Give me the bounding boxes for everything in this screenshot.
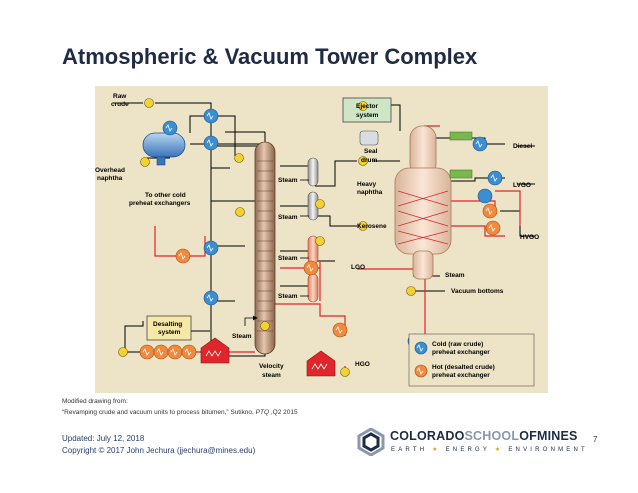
mines-logo: COLORADOSCHOOLOFMINES EARTH ★ ENERGY ★ E… (357, 428, 585, 458)
source-citation: “Revamping crude and vacuum units to pro… (62, 409, 256, 416)
label-steam-4: Steam (278, 293, 298, 300)
product-coolers (449, 131, 473, 179)
label-steam-vacuum: Steam (445, 272, 465, 279)
source-line-2: “Revamping crude and vacuum units to pro… (62, 409, 298, 416)
desalting-system (146, 315, 192, 341)
label-steam-1: Steam (278, 177, 298, 184)
label-seal-1: Seal (364, 148, 378, 155)
fired-heaters (200, 337, 336, 377)
label-steam-2: Steam (278, 214, 298, 221)
label-raw-crude-1: Raw (113, 93, 127, 100)
legend-hot-icon (414, 364, 428, 378)
label-velocity-steam-1: Velocity (259, 363, 284, 370)
side-strippers (307, 157, 319, 303)
label-ejector-1: Ejector (356, 103, 379, 110)
updated-date: Updated: July 12, 2018 (62, 434, 145, 443)
logo-tagline: EARTH ★ ENERGY ★ ENVIRONMENT (391, 446, 588, 453)
legend-cold-label-2: preheat exchanger (432, 349, 490, 356)
page-number: 7 (593, 435, 598, 444)
label-diesel: Diesel (513, 143, 532, 150)
label-steam-3: Steam (278, 255, 298, 262)
pumps (118, 98, 416, 377)
label-ejector-2: system (356, 112, 379, 119)
ejector-system (342, 97, 392, 146)
copyright: Copyright © 2017 John Jechura (jjechura@… (62, 446, 256, 455)
label-other-cold-1: To other cold (145, 192, 186, 199)
label-hvgo: HVGO (520, 234, 539, 241)
legend-cold-icon (414, 341, 428, 355)
source-line-1: Modified drawing from: (62, 398, 128, 405)
atmospheric-column (254, 141, 276, 355)
legend: Cold (raw crude) preheat exchanger Hot (… (408, 333, 535, 387)
logo-word-mines: MINES (536, 429, 578, 443)
vacuum-tower (394, 125, 452, 280)
star-icon: ★ (494, 447, 504, 453)
label-vacuum-bottoms: Vacuum bottoms (451, 288, 504, 295)
label-lgo: LGO (351, 264, 365, 271)
label-hgo: HGO (355, 361, 370, 368)
label-seal-2: drum (361, 157, 377, 164)
label-heavy-naphtha-2: naphtha (357, 189, 383, 196)
legend-hot-label-1: Hot (desalted crude) (432, 364, 495, 371)
label-desalting-2: system (158, 329, 181, 336)
source-issue: ,Q2 2015 (269, 409, 298, 416)
logo-tag-earth: EARTH (391, 447, 428, 453)
label-kerosene: Kerosene (357, 223, 387, 230)
label-raw-crude-2: crude (111, 101, 129, 108)
star-icon: ★ (432, 447, 441, 453)
logo-tag-energy: ENERGY (445, 447, 491, 453)
mines-logo-icon (357, 428, 385, 456)
label-desalting-1: Desalting (153, 321, 182, 328)
label-velocity-steam-2: steam (262, 372, 281, 379)
legend-hot-label-2: preheat exchanger (432, 372, 490, 379)
process-flow-diagram: Raw crude Overhead naphtha To other cold… (95, 86, 548, 393)
label-steam-5: Steam (232, 333, 252, 340)
label-heavy-naphtha-1: Heavy (357, 181, 377, 188)
logo-word-school: SCHOOL (464, 429, 520, 443)
logo-tag-environment: ENVIRONMENT (508, 447, 588, 453)
page-title: Atmospheric & Vacuum Tower Complex (62, 44, 478, 69)
hot-preheat-exchangers (139, 203, 501, 360)
label-overhead-2: naphtha (97, 175, 123, 182)
overhead-drum (142, 132, 186, 166)
logo-word-colorado: COLORADO (390, 429, 465, 443)
label-lvgo: LVGO (513, 182, 531, 189)
label-other-cold-2: preheat exchangers (129, 200, 191, 207)
source-journal: PTQ (255, 409, 270, 416)
legend-cold-label-1: Cold (raw crude) (432, 341, 483, 348)
logo-word-of: OF (519, 429, 537, 443)
label-overhead-1: Overhead (95, 167, 125, 174)
logo-wordmark: COLORADOSCHOOLOFMINES (390, 429, 578, 443)
